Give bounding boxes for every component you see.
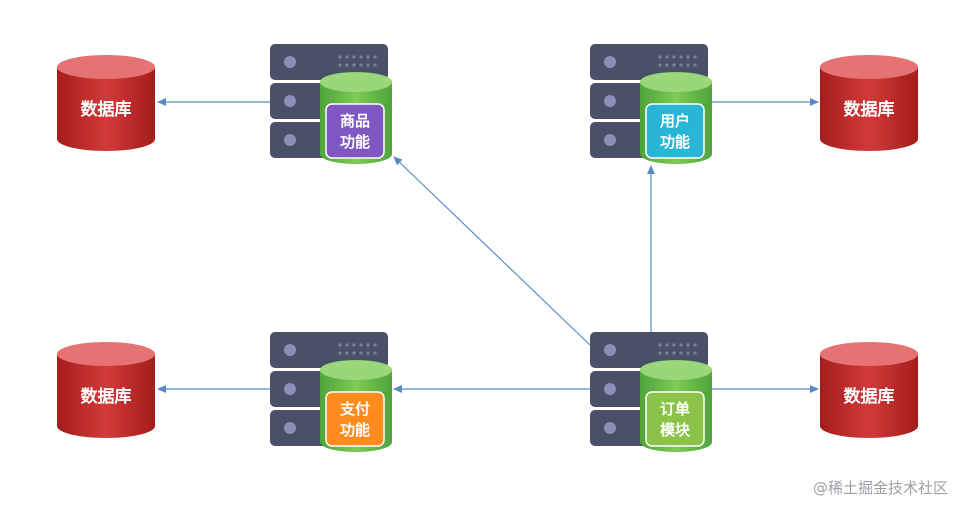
function-label-line2: 功能 xyxy=(660,133,690,151)
database-label: 数据库 xyxy=(844,99,895,120)
database-label: 数据库 xyxy=(81,386,132,407)
server-node-order: 订单 模块 xyxy=(590,332,712,452)
function-label-line1: 商品 xyxy=(340,112,370,130)
function-badge xyxy=(645,103,705,159)
database-bottom-right: 数据库 xyxy=(820,342,918,438)
function-label-line2: 模块 xyxy=(660,421,691,439)
function-label-line1: 用户 xyxy=(660,112,690,130)
database-bottom-left: 数据库 xyxy=(57,342,155,438)
watermark: @稀土掘金技术社区 xyxy=(812,479,948,497)
connections xyxy=(157,98,819,393)
function-badge xyxy=(645,391,705,447)
server-node-product: 商品 功能 xyxy=(270,44,392,164)
function-label-line1: 订单 xyxy=(660,400,690,418)
function-label-line2: 功能 xyxy=(340,133,370,151)
function-badge xyxy=(325,391,385,447)
function-badge xyxy=(325,103,385,159)
function-label-line2: 功能 xyxy=(340,421,370,439)
database-top-right: 数据库 xyxy=(820,55,918,151)
database-label: 数据库 xyxy=(81,99,132,120)
arrow-order-to-product xyxy=(393,156,591,346)
server-node-payment: 支付 功能 xyxy=(270,332,392,452)
server-node-user: 用户 功能 xyxy=(590,44,712,164)
database-label: 数据库 xyxy=(844,386,895,407)
database-top-left: 数据库 xyxy=(57,55,155,151)
function-label-line1: 支付 xyxy=(339,400,370,418)
